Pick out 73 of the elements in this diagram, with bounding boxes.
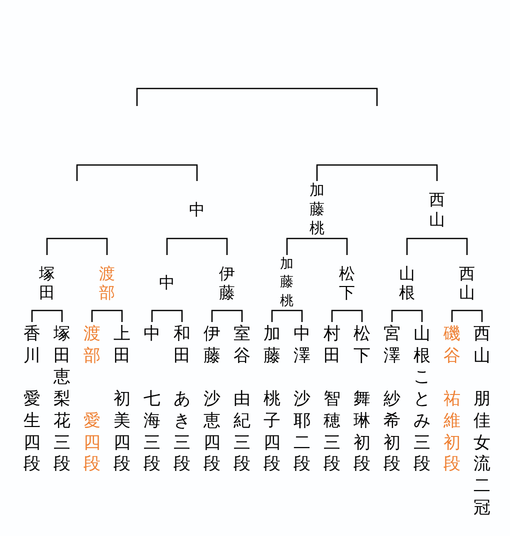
- player-rank: 三段: [52, 432, 72, 476]
- player-rank: 四段: [262, 432, 282, 476]
- player-surname: 室谷: [232, 324, 252, 368]
- winner-name: 渡部: [98, 264, 116, 302]
- winner-name: 塚田: [38, 264, 56, 302]
- player-given-name: 七海: [142, 389, 162, 432]
- bracket-line: [391, 310, 423, 322]
- winner-name: 伊藤: [218, 264, 236, 302]
- player-given-name: あき: [172, 389, 192, 432]
- winner-name: 西山: [458, 264, 476, 302]
- winner-name: 加藤桃: [279, 254, 295, 310]
- bracket-line: [211, 310, 243, 322]
- player-rank: 女流二冠: [472, 432, 492, 520]
- player-surname: 加藤: [262, 324, 282, 368]
- winner-name: 中: [158, 273, 176, 292]
- player-given-name: 朋佳: [472, 389, 492, 432]
- player-rank: 三段: [142, 432, 162, 476]
- winner-name: 西山: [428, 190, 446, 230]
- player-rank: 初段: [382, 432, 402, 476]
- player-rank: 三段: [172, 432, 192, 476]
- winner-name: 加藤桃: [308, 181, 326, 238]
- player-given-name: 沙恵: [202, 389, 222, 432]
- player-rank: 四段: [112, 432, 132, 476]
- player-surname: 西山: [472, 324, 492, 368]
- player-surname: 上田: [112, 324, 132, 368]
- bracket-line: [271, 310, 303, 322]
- player-given-name: ことみ: [412, 367, 432, 432]
- player-rank: 三段: [232, 432, 252, 476]
- player-surname: 磯谷: [442, 324, 462, 368]
- bracket-line: [91, 310, 123, 322]
- bracket-line: [406, 238, 468, 255]
- player-given-name: 沙耶: [292, 389, 312, 432]
- bracket-line: [151, 310, 183, 322]
- player-rank: 四段: [202, 432, 222, 476]
- player-given-name: 智穂: [322, 389, 342, 432]
- player-given-name: 恵梨花: [52, 367, 72, 432]
- bracket-line: [286, 238, 348, 255]
- player-given-name: 初美: [112, 389, 132, 432]
- player-surname: 香川: [22, 324, 42, 368]
- bracket-line: [316, 164, 438, 181]
- player-surname: 中: [142, 324, 162, 346]
- bracket-line: [166, 238, 228, 255]
- bracket-line: [31, 310, 63, 322]
- player-rank: 初段: [442, 432, 462, 476]
- winner-name: 山根: [398, 264, 416, 302]
- bracket-line: [451, 310, 483, 322]
- player-surname: 村田: [322, 324, 342, 368]
- player-surname: 和田: [172, 324, 192, 368]
- player-given-name: 愛生: [22, 389, 42, 432]
- player-surname: 山根: [412, 324, 432, 368]
- player-rank: 四段: [22, 432, 42, 476]
- player-given-name: 由紀: [232, 389, 252, 432]
- bracket-line: [46, 238, 108, 255]
- player-surname: 伊藤: [202, 324, 222, 368]
- player-surname: 中澤: [292, 324, 312, 368]
- player-rank: 初段: [352, 432, 372, 476]
- player-given-name: 祐維: [442, 389, 462, 432]
- player-rank: 三段: [322, 432, 342, 476]
- player-surname: 塚田: [52, 324, 72, 368]
- player-rank: 四段: [82, 432, 102, 476]
- bracket-line: [331, 310, 363, 322]
- bracket-line: [76, 164, 198, 181]
- player-given-name: 紗希: [382, 389, 402, 432]
- winner-name: 松下: [338, 264, 356, 302]
- player-rank: 二段: [292, 432, 312, 476]
- player-given-name: 舞琳: [352, 389, 372, 432]
- player-given-name: 桃子: [262, 389, 282, 432]
- player-surname: 宮澤: [382, 324, 402, 368]
- winner-name: 中: [188, 200, 206, 220]
- player-surname: 渡部: [82, 324, 102, 368]
- player-rank: 三段: [412, 432, 432, 476]
- player-surname: 松下: [352, 324, 372, 368]
- player-given-name: 愛: [82, 410, 102, 432]
